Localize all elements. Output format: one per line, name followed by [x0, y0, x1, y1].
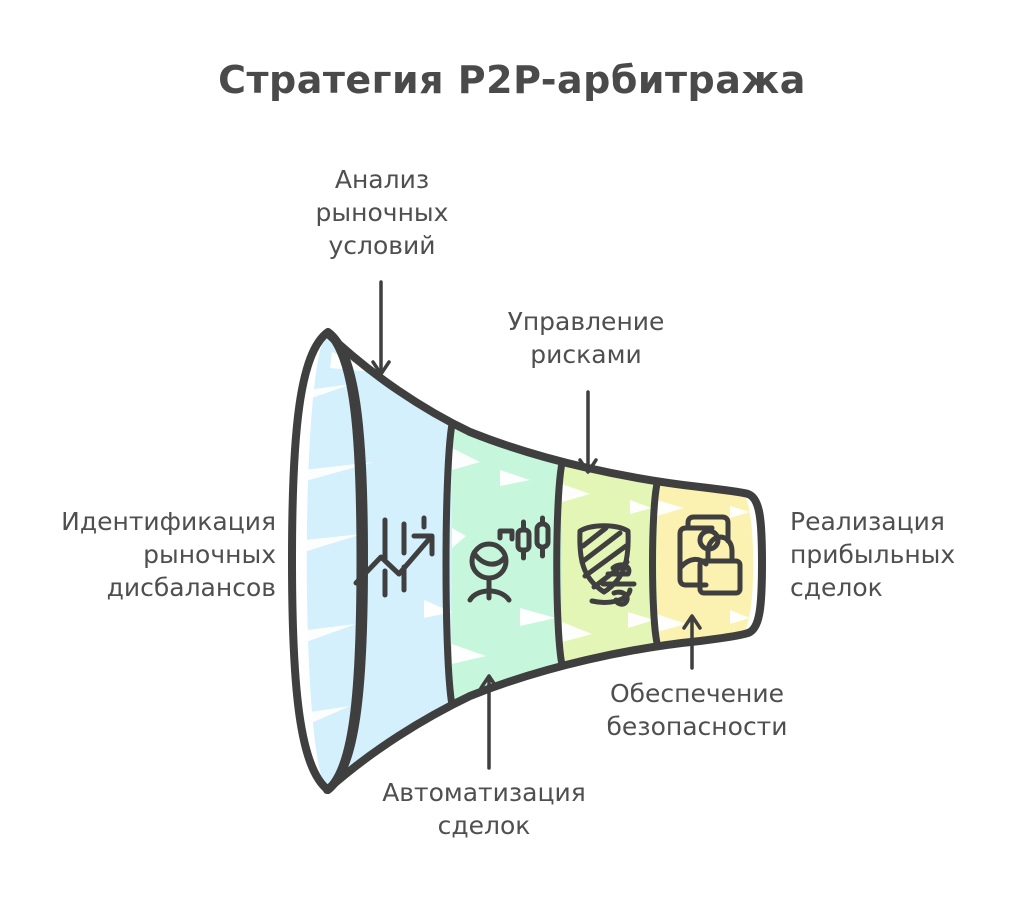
funnel-segment-3 [562, 464, 657, 664]
label-profitable-deals: Реализация прибыльных сделок [790, 507, 956, 602]
arrow-automation [479, 674, 499, 770]
shield-wind-icon [577, 523, 637, 607]
trading-bot-icon [467, 515, 551, 603]
label-security-provision: Обеспечение безопасности [606, 679, 788, 741]
funnel-outline [288, 328, 766, 794]
funnel-divider-3 [649, 480, 661, 647]
card-lock-icon [677, 514, 743, 596]
funnel-right-cap [744, 490, 766, 637]
label-deal-automation: Автоматизация сделок [382, 778, 586, 840]
label-risk-management: Управление рисками [507, 307, 665, 369]
chart-trend-up-icon [353, 515, 435, 600]
funnel-divider-1 [442, 420, 456, 709]
page-title: Стратегия P2P-арбитража [218, 58, 806, 102]
label-market-analysis: Анализ рыночных условий [315, 165, 449, 260]
funnel-mouth-inner-lip [325, 330, 364, 792]
funnel-bottom-edge [323, 629, 752, 794]
arrow-risk [578, 390, 598, 474]
funnel-divider-2 [553, 459, 566, 669]
arrow-security [682, 614, 702, 670]
connector-arrows [371, 280, 702, 770]
arrow-analysis [371, 280, 391, 376]
label-identify-imbalances: Идентификация рыночных дисбалансов [61, 507, 276, 602]
funnel-top-edge [323, 329, 752, 498]
